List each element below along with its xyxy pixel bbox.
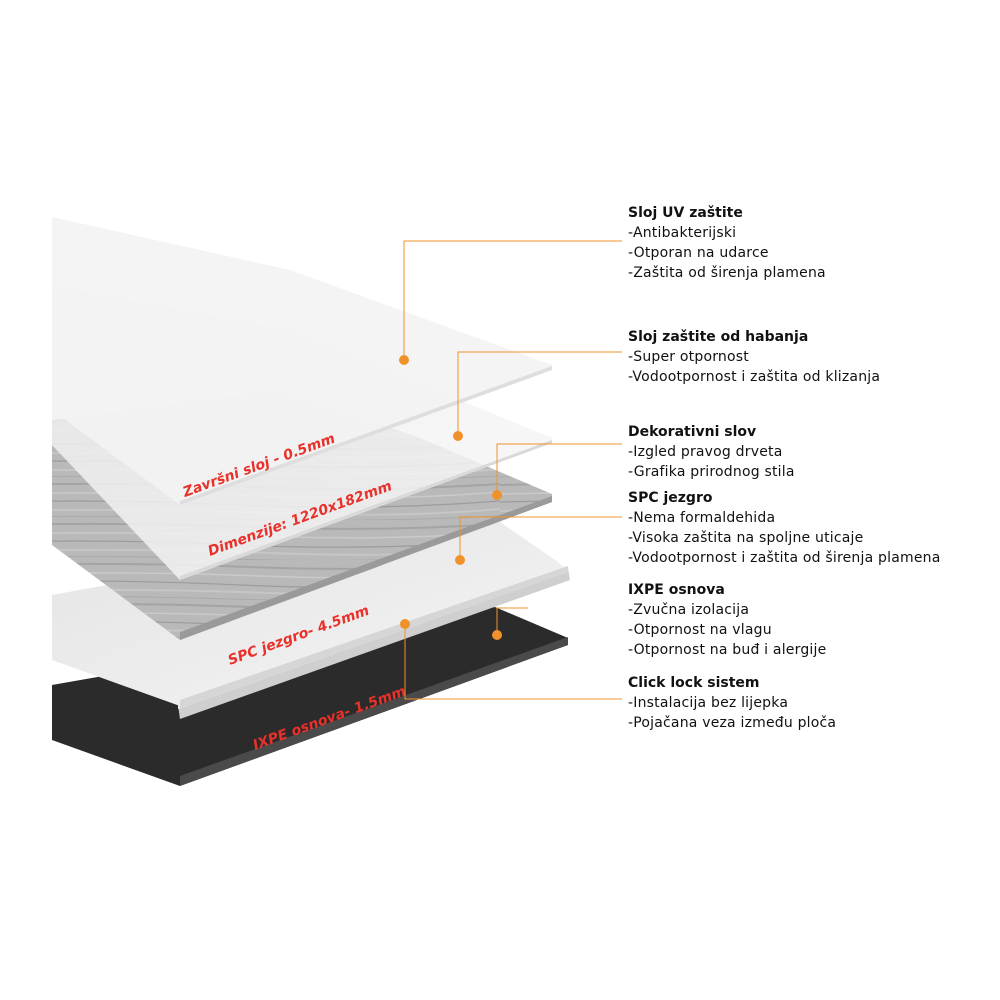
ixpe-layer (52, 607, 568, 786)
callout-item: -Antibakterijski (628, 225, 737, 241)
leader-dot-5 (492, 630, 502, 640)
leader-line-6 (404, 624, 622, 700)
callout-item: -Otpornost na vlagu (628, 622, 772, 638)
callout-5: IXPE osnova -Zvučna izolacija -Otpornost n… (628, 580, 826, 660)
callout-item: -Instalacija bez lijepka (628, 695, 789, 711)
spc-core-layer (52, 515, 568, 708)
leader-dot-4 (455, 555, 465, 565)
callout-item: -Visoka zaštita na spoljne uticaje (628, 530, 864, 546)
callout-item: -Vodootpornost i zaštita od klizanja (628, 369, 881, 385)
leader-lines (399, 240, 622, 700)
callout-title: Click lock sistem (628, 675, 760, 691)
callout-item: -Super otpornost (628, 349, 749, 365)
callout-1: Sloj UV zaštite -Antibakterijski -Otporan … (628, 203, 826, 283)
callout-item: -Pojačana veza između ploča (628, 715, 837, 731)
callout-item: -Grafika prirodnog stila (628, 464, 795, 480)
callout-4: SPC jezgro -Nema formaldehida -Visoka zašt… (628, 488, 941, 568)
callout-item: -Zaštita od širenja plamena (628, 265, 826, 281)
callout-item: -Zvučna izolacija (628, 602, 750, 618)
callout-item: -Izgled pravog drveta (628, 444, 783, 460)
leader-line-3 (496, 443, 622, 495)
leader-line-5 (496, 607, 528, 635)
leader-line-4 (459, 516, 622, 560)
callout-item: -Vodootpornost i zaštita od širenja plam… (628, 550, 941, 566)
callout-item: -Nema formaldehida (628, 510, 776, 526)
leader-line-1 (403, 240, 622, 360)
callout-title: SPC jezgro (628, 490, 713, 506)
callout-title: IXPE osnova (628, 582, 725, 598)
callout-title: Dekorativni slov (628, 424, 757, 440)
callout-2: Sloj zaštite od habanja -Super otpornost -… (628, 327, 880, 387)
callout-item: -Otpornost na buđ i alergije (628, 642, 827, 658)
callout-item: -Otporan na udarce (628, 245, 769, 261)
uv-top-layer (52, 217, 552, 505)
leader-dot-3 (492, 490, 502, 500)
leader-dot-1 (399, 355, 409, 365)
leader-dot-2 (453, 431, 463, 441)
callout-6: Click lock sistem -Instalacija bez lijepk… (628, 673, 836, 733)
callout-3: Dekorativni slov -Izgled pravog drveta -Gr… (628, 422, 795, 482)
leader-dot-6 (400, 619, 410, 629)
callout-title: Sloj zaštite od habanja (628, 329, 809, 345)
leader-line-2 (457, 351, 622, 436)
callout-title: Sloj UV zaštite (628, 205, 743, 221)
